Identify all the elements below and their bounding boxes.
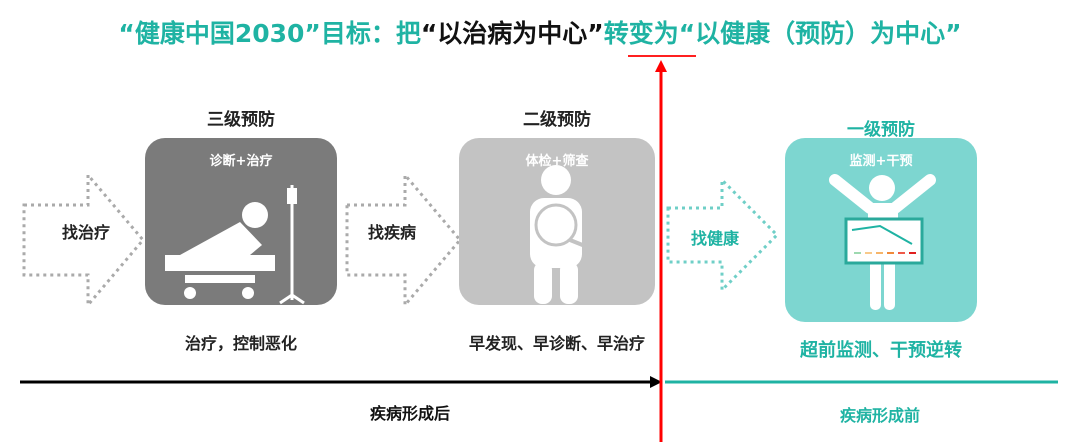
timeline-arrowhead [650, 376, 662, 388]
patient-bed-icon [165, 185, 305, 305]
stage-heading: 一级预防 [847, 120, 915, 140]
arrow-label: 找疾病 [367, 223, 416, 242]
health-monitoring-icon [829, 174, 936, 310]
arrow-label: 找治疗 [61, 223, 110, 242]
arrow-label: 找健康 [690, 229, 739, 248]
title-part-2: “以治病为中心” [420, 19, 604, 48]
page-title: “健康中国2030”目标：把“以治病为中心”转变为“以健康（预防）为中心” [0, 14, 1080, 50]
stage-subtitle: 诊断+治疗 [209, 154, 273, 169]
stage-heading: 二级预防 [523, 110, 591, 130]
stage-subtitle: 监测+干预 [849, 154, 913, 169]
title-part-3: 转变为“以健康（预防）为中心” [603, 19, 962, 48]
stage-caption: 治疗，控制恶化 [184, 334, 297, 353]
arrow-find-disease [345, 170, 462, 310]
timeline-before-label: 疾病形成前 [839, 406, 920, 425]
arrow-find-health [666, 176, 780, 294]
stage-caption: 早发现、早诊断、早治疗 [468, 334, 645, 353]
stage-caption: 超前监测、干预逆转 [800, 340, 962, 361]
red-arrowhead [655, 60, 667, 72]
body-checkup-icon [530, 165, 596, 304]
stage-subtitle: 体检+筛查 [525, 154, 589, 169]
title-part-1: “健康中国2030”目标：把 [118, 19, 421, 48]
timeline-after-label: 疾病形成后 [369, 404, 450, 423]
stage-heading: 三级预防 [207, 110, 275, 130]
